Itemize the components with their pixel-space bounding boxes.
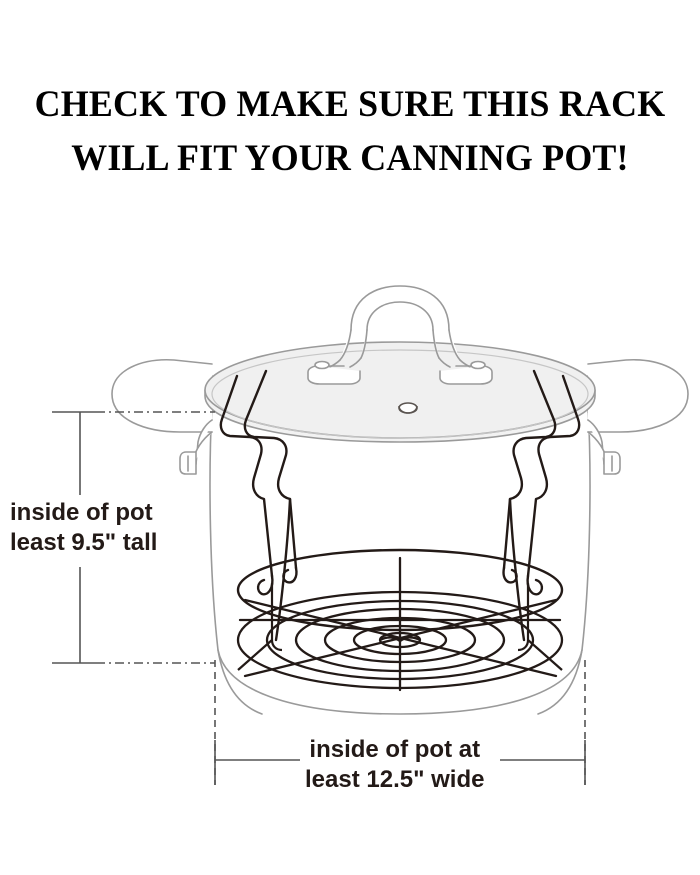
pot-left-handle xyxy=(111,359,213,475)
rack-left-handle xyxy=(219,369,298,642)
width-dimension xyxy=(214,660,586,785)
headline-line-1: CHECK TO MAKE SURE THIS RACK xyxy=(34,84,666,125)
height-dimension-label: inside of pot least 9.5" tall xyxy=(10,498,157,558)
lid-knob-handle xyxy=(307,285,493,385)
pot-right-handle xyxy=(587,359,689,475)
width-dimension-label-line-1: inside of pot at xyxy=(309,736,481,763)
width-dimension-label-line-2: least 12.5" wide xyxy=(305,766,485,793)
height-dimension xyxy=(52,411,215,664)
rack-base-spokes xyxy=(238,556,562,692)
width-dimension-label: inside of pot at least 12.5" wide xyxy=(305,735,484,795)
lid-steam-vent xyxy=(398,402,418,414)
headline-line-2: WILL FIT YOUR CANNING POT! xyxy=(71,138,629,179)
lid xyxy=(204,341,596,443)
headline: CHECK TO MAKE SURE THIS RACK WILL FIT YO… xyxy=(0,78,700,186)
height-dimension-label-line-2: least 9.5" tall xyxy=(10,529,158,556)
height-dimension-label-line-1: inside of pot xyxy=(10,499,153,526)
rack-right-handle xyxy=(502,369,581,642)
rack-side-struts xyxy=(237,583,563,671)
